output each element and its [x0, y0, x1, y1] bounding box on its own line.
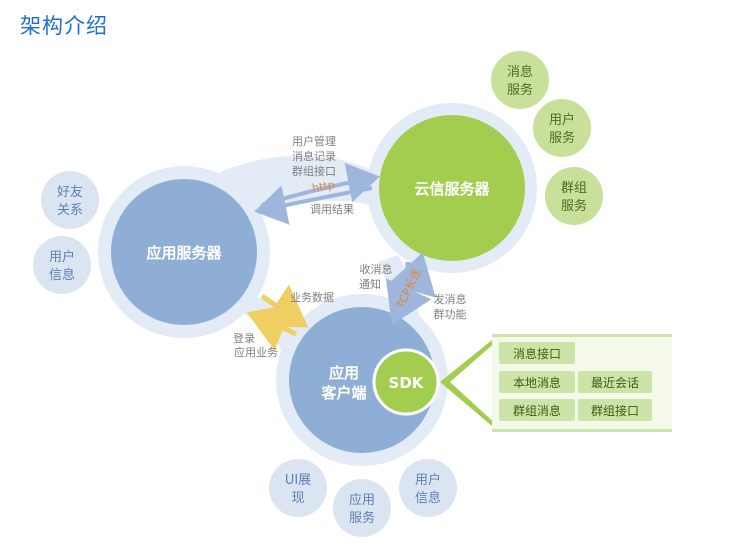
result-label: 调用结果: [310, 203, 354, 216]
sdk-node: [372, 348, 440, 416]
feature-group-api: 群组接口: [578, 399, 652, 421]
feature-local-msg: 本地消息: [499, 371, 575, 393]
cloud-server-node: [379, 115, 525, 261]
svg-text:用户管理: 用户管理: [292, 134, 336, 148]
svg-text:群组消息: 群组消息: [513, 403, 561, 418]
satellite-user-info-bottom: 用户 信息: [399, 459, 457, 517]
svg-text:登录: 登录: [233, 331, 255, 345]
svg-text:最近会话: 最近会话: [591, 376, 639, 390]
app-server-node: [111, 179, 257, 325]
svg-text:好友: 好友: [57, 184, 83, 200]
svg-text:通知: 通知: [359, 277, 381, 291]
svg-text:UI展: UI展: [285, 473, 311, 488]
svg-text:服务: 服务: [549, 130, 575, 146]
page-title: 架构介绍: [20, 14, 108, 38]
satellite-msg-service: 消息 服务: [491, 51, 549, 109]
recv-label: 收消息 通知: [359, 262, 393, 291]
satellite-ui-display: UI展 现: [269, 459, 327, 517]
satellite-group-service: 群组 服务: [545, 167, 603, 225]
svg-text:收消息: 收消息: [360, 262, 393, 276]
cloud-server-label: 云信服务器: [414, 180, 490, 198]
client-node: [289, 307, 435, 453]
svg-text:消息接口: 消息接口: [513, 346, 561, 361]
svg-text:服务: 服务: [561, 198, 587, 214]
svg-text:应用: 应用: [349, 492, 375, 508]
svg-text:关系: 关系: [57, 203, 83, 218]
arrow-client-to-app: [246, 303, 298, 351]
arrow-cloud-to-app: [254, 185, 373, 225]
svg-text:用户: 用户: [549, 112, 575, 128]
feature-group-msg: 群组消息: [499, 399, 575, 421]
svg-text:发消息: 发消息: [434, 292, 467, 306]
svg-text:群组接口: 群组接口: [591, 403, 639, 418]
satellite-user-service: 用户 服务: [533, 99, 591, 157]
svg-text:现: 现: [291, 491, 304, 506]
svg-text:本地消息: 本地消息: [513, 375, 561, 390]
client-label-line2: 客户端: [320, 384, 366, 402]
biz-data-label: 业务数据: [290, 290, 334, 304]
feature-msg-api: 消息接口: [499, 342, 575, 364]
svg-text:群功能: 群功能: [434, 307, 467, 321]
svg-text:服务: 服务: [507, 82, 533, 98]
satellite-friends: 好友 关系: [41, 171, 99, 229]
send-label: 发消息 群功能: [434, 292, 467, 321]
client-label-line1: 应用: [329, 364, 359, 382]
svg-text:用户: 用户: [415, 472, 441, 488]
login-label: 登录 应用业务: [233, 331, 278, 359]
svg-text:群组: 群组: [561, 181, 587, 196]
http-label: http: [311, 178, 336, 195]
link-label-top: 用户管理 消息记录 群组接口: [292, 134, 336, 178]
svg-text:消息: 消息: [507, 64, 533, 80]
satellite-app-service: 应用 服务: [333, 479, 391, 537]
sdk-pointer: [440, 340, 498, 426]
svg-text:信息: 信息: [49, 267, 75, 283]
arrow-cloud-to-client: [385, 261, 432, 326]
svg-text:应用业务: 应用业务: [234, 345, 278, 359]
app-server-label: 应用服务器: [146, 244, 222, 262]
svg-text:信息: 信息: [415, 490, 441, 506]
sdk-feature-panel: 消息接口 本地消息 最近会话 群组消息 群组接口: [440, 334, 672, 432]
svg-text:群组接口: 群组接口: [292, 164, 336, 178]
satellite-user-info-left: 用户 信息: [33, 236, 91, 294]
svg-text:用户: 用户: [49, 249, 75, 265]
svg-text:服务: 服务: [349, 510, 375, 526]
sdk-label: SDK: [389, 374, 425, 392]
feature-recent-sessions: 最近会话: [578, 371, 652, 393]
svg-text:消息记录: 消息记录: [292, 149, 336, 163]
